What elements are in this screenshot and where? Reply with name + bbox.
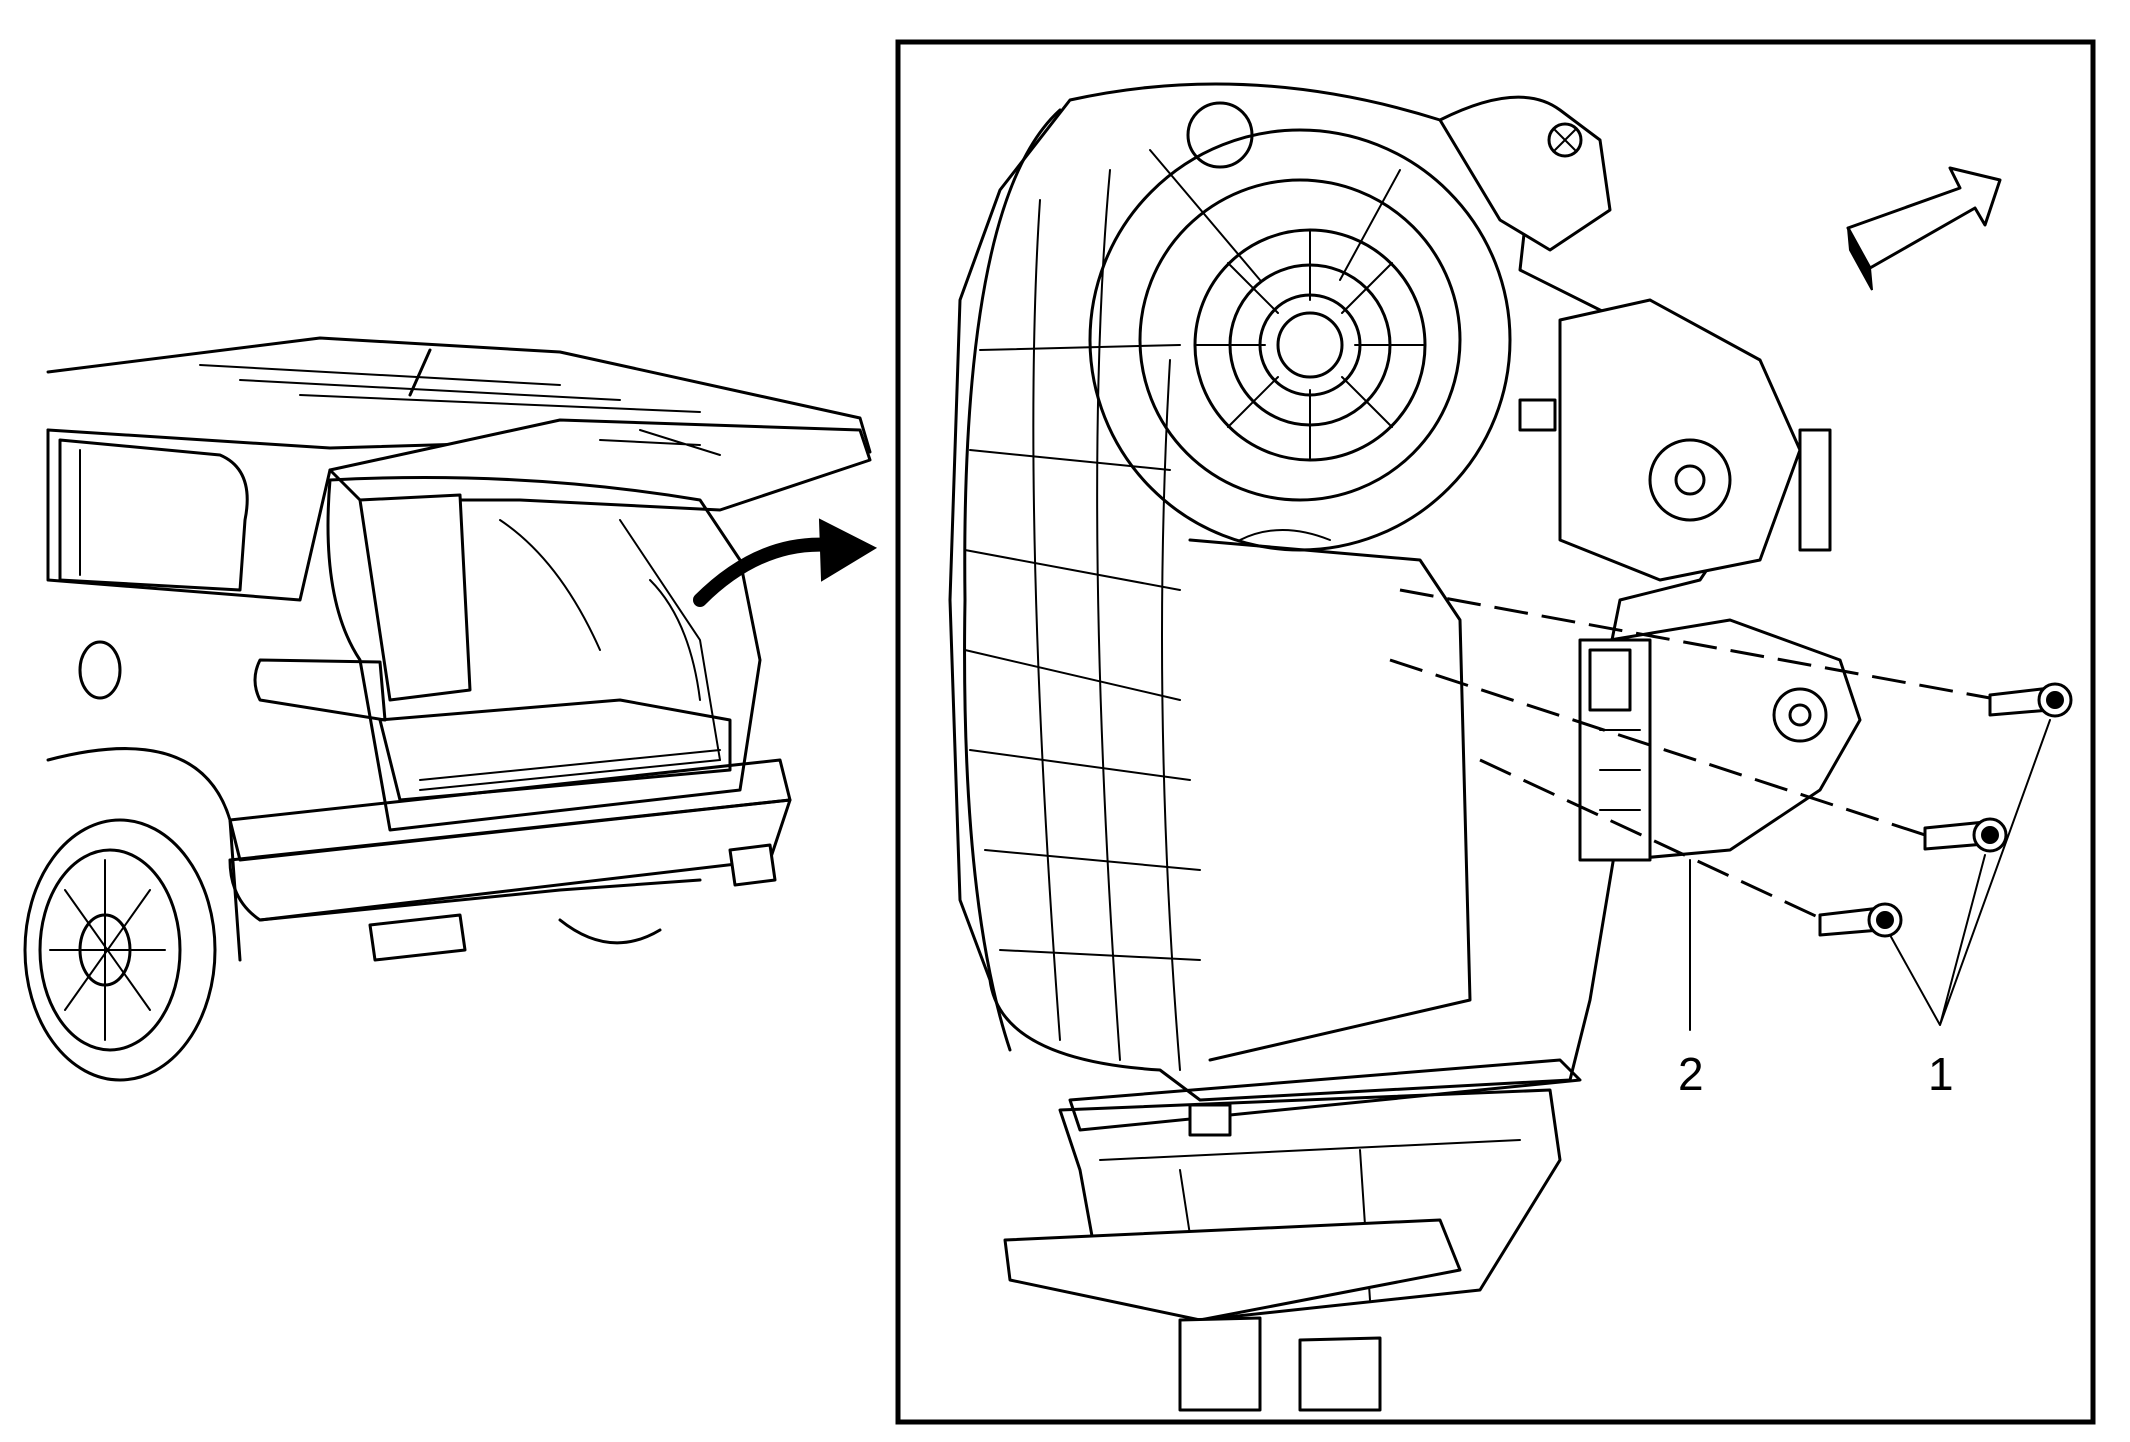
vehicle-rear-view <box>23 336 872 1082</box>
callout-2-label: 2 <box>1678 1048 1704 1100</box>
screw-top <box>1988 682 2073 718</box>
screw-middle <box>1923 817 2008 853</box>
screw-bottom <box>1818 902 1903 938</box>
callout-1-label: 1 <box>1928 1048 1954 1100</box>
detail-view-frame <box>895 39 2096 1425</box>
actuator-component <box>1578 618 1862 1031</box>
transition-arrow <box>693 518 878 607</box>
fastener-group <box>1389 588 2073 1026</box>
hvac-module-housing <box>948 82 1832 1412</box>
direction-arrow-icon <box>1846 166 2002 291</box>
